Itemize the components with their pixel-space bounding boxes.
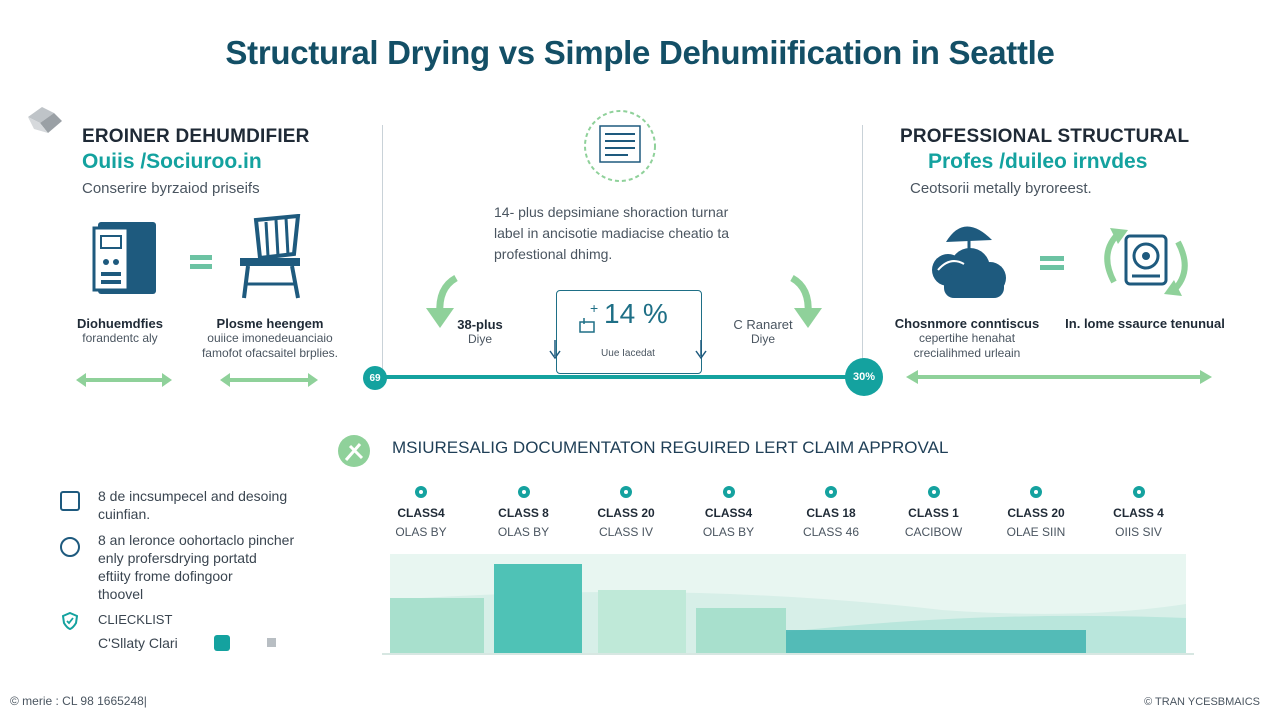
logo-icon bbox=[28, 107, 62, 133]
left-tagline: Conserire byrzaiod priseifs bbox=[82, 180, 260, 197]
right-item1-desc2: crecialihmed urleain bbox=[913, 346, 1021, 360]
percentage-caption: Uue Iacedat bbox=[601, 348, 655, 359]
right-equals-bottom bbox=[1040, 265, 1064, 270]
area-block-3 bbox=[598, 590, 686, 654]
drop-gauge-icon bbox=[579, 318, 595, 333]
box-right-arrow-icon bbox=[695, 340, 707, 360]
equals-bottom bbox=[190, 264, 212, 269]
percentage-value: 14 % bbox=[604, 298, 668, 329]
timeline-end-badge: 30% bbox=[845, 358, 883, 396]
right-heading: PROFESSIONAL STRUCTURAL bbox=[900, 126, 1190, 147]
left-heading: ЕROІNER DEHUMDIFIER bbox=[82, 126, 310, 147]
right-tagline: Ceotsorii metally byroreest. bbox=[910, 180, 1092, 197]
class-sublabel: OIIS SIV bbox=[1115, 525, 1162, 539]
class-label: CLASS 1 bbox=[908, 506, 959, 520]
footer-left: © merie : CL 98 1665248| bbox=[10, 694, 147, 708]
class-label: CLASS 8 bbox=[498, 506, 549, 520]
check-item2-line4: thoovel bbox=[98, 586, 144, 602]
shield-check-icon bbox=[62, 612, 78, 630]
left-item2-title: Plosme heengem bbox=[216, 316, 324, 331]
percentage-plus: + bbox=[590, 300, 599, 316]
left-subheading: Ouiis /Sociuroo.in bbox=[82, 150, 262, 173]
timeline-bar bbox=[374, 375, 858, 379]
right-curved-arrow-icon bbox=[790, 274, 822, 328]
left-item1-title: Diohuemdfies bbox=[77, 316, 163, 331]
middle-desc-1: 14- plus depsimiane shoraction turnar bbox=[494, 204, 729, 220]
class-icon bbox=[825, 486, 837, 498]
class-icon bbox=[927, 486, 940, 498]
left-item2-desc2: famofot ofacsaitel brplies. bbox=[201, 346, 339, 360]
area-block-1 bbox=[390, 598, 484, 654]
class-icon bbox=[1030, 486, 1042, 498]
divider-left bbox=[382, 125, 383, 375]
footer-right: © TRAN YCESBMAICS bbox=[1144, 696, 1260, 708]
page-title: Structural Drying vs Simple Dehumiificat… bbox=[225, 34, 1055, 71]
class-label: CLASS 20 bbox=[1007, 506, 1065, 520]
middle-left-sub: Diye bbox=[467, 332, 492, 346]
right-subheading: Profes /duileo irnvdes bbox=[928, 150, 1148, 173]
area-base-band bbox=[786, 630, 1086, 654]
right-item1-desc1: cepertihe henahat bbox=[918, 331, 1016, 345]
check-item2-line3: eftiity frome dofingoor bbox=[98, 568, 233, 584]
middle-desc-2: label in ancisotie madiacise cheatio ta bbox=[494, 225, 730, 241]
tools-icon bbox=[338, 435, 370, 467]
right-double-arrow bbox=[906, 370, 1212, 384]
check-item2-line2: enly profersdrying portatd bbox=[98, 550, 257, 566]
class-icon bbox=[517, 486, 530, 498]
left-curved-arrow-icon bbox=[426, 274, 458, 328]
class-area-chart bbox=[382, 554, 1194, 655]
check-item1-line2: cuinfian. bbox=[98, 506, 151, 522]
left-item1-desc: forandentc aly bbox=[82, 331, 158, 345]
class-label: CLAS 18 bbox=[806, 506, 856, 520]
equals-top bbox=[190, 255, 212, 260]
right-item2-title: In. lome ssaurce tenunual bbox=[1065, 316, 1225, 331]
umbrella-cloud-icon bbox=[932, 226, 1006, 298]
documentation-heading: MSIURESALIG DOCUMENTATON REGUIRED LERT C… bbox=[392, 438, 949, 457]
checklist-toggle-off[interactable] bbox=[267, 638, 276, 647]
class-icon bbox=[620, 486, 632, 498]
class-icon bbox=[722, 486, 735, 498]
document-badge-icon bbox=[584, 110, 656, 182]
class-sublabel: CACIBOW bbox=[904, 525, 963, 539]
middle-right-sub: Diye bbox=[750, 332, 775, 346]
radio-1[interactable] bbox=[60, 537, 80, 557]
class-sublabel: OLAS BY bbox=[395, 525, 447, 539]
class-icon bbox=[1132, 486, 1145, 498]
right-item1-title: Chosnmore conntiscus bbox=[894, 316, 1040, 331]
timeline-start-badge: 69 bbox=[363, 366, 387, 390]
chair-icon bbox=[240, 214, 301, 299]
recycling-meter-icon bbox=[1104, 228, 1188, 296]
class-sublabel: OLAS BY bbox=[497, 525, 550, 539]
middle-desc-3: profestional dhimg. bbox=[494, 246, 613, 262]
class-label: CLASS 20 bbox=[597, 506, 655, 520]
area-block-4 bbox=[696, 608, 786, 654]
check-item2-line1: 8 an leronce oohortaclo pincher bbox=[98, 532, 295, 548]
checklist-toggle-on[interactable] bbox=[214, 635, 230, 651]
class-sublabel: OLAS BY bbox=[702, 525, 755, 539]
box-left-arrow-icon bbox=[549, 340, 561, 360]
right-equals-top bbox=[1040, 256, 1064, 261]
checkbox-1[interactable] bbox=[60, 491, 80, 511]
left-item2-desc1: ouiice imonedeuanciaio bbox=[207, 331, 333, 345]
class-label: CLASS4 bbox=[397, 506, 445, 520]
class-label: CLASS4 bbox=[704, 506, 753, 520]
area-block-2 bbox=[494, 564, 582, 654]
dehumidifier-icon bbox=[92, 222, 156, 294]
divider-right bbox=[862, 125, 863, 375]
checklist-title: CLIECKLIST bbox=[98, 612, 173, 627]
class-icon bbox=[415, 486, 427, 498]
left-double-arrows bbox=[76, 373, 318, 387]
check-item1-line1: 8 de incsumpecel and desoing bbox=[98, 488, 288, 504]
class-sublabel: OLAE SIIN bbox=[1006, 525, 1066, 539]
middle-left-label: 38-plus bbox=[457, 317, 503, 332]
class-sublabel: CLASS IV bbox=[598, 525, 654, 539]
class-sublabel: CLASS 46 bbox=[802, 525, 860, 539]
middle-right-label: C Ranaret bbox=[733, 317, 793, 332]
class-label: CLASS 4 bbox=[1113, 506, 1164, 520]
checklist-sub: C'Sllaty Clari bbox=[98, 635, 178, 651]
